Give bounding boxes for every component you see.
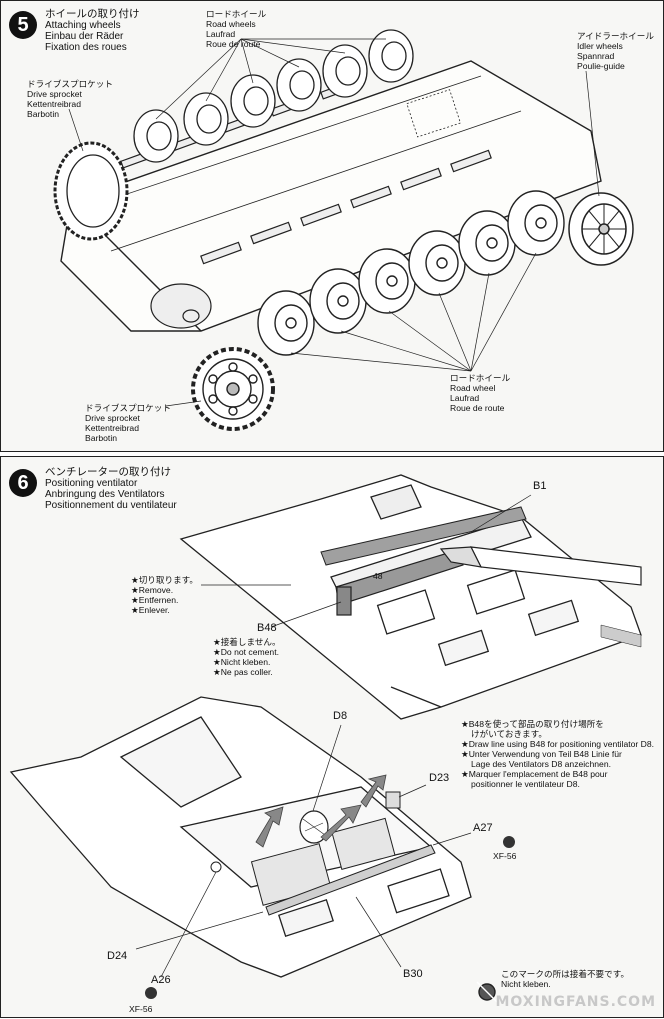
- upper-hull-plate: [179, 474, 642, 720]
- hobby-knife: [439, 546, 642, 586]
- b48-template: [335, 548, 464, 616]
- note-remove: ★切り取ります。 ★Remove. ★Entfernen. ★Enlever.: [131, 575, 199, 615]
- title-en: Positioning ventilator: [45, 478, 138, 489]
- title-fr: Fixation des roues: [45, 42, 127, 53]
- a26-part: [145, 987, 157, 999]
- lower-hull-plate: [9, 696, 472, 978]
- label-idler-wheels: アイドラーホイール Idler wheels Spannrad Poulie-g…: [577, 31, 654, 71]
- title-en: Attaching wheels: [45, 20, 121, 31]
- title-fr: Positionnement du ventilateur: [45, 500, 177, 511]
- b1-part: [320, 506, 527, 566]
- drive-sprocket-top: [53, 141, 129, 241]
- label-a27: A27: [473, 822, 493, 834]
- d23-part: [385, 791, 401, 809]
- note-no-glue-mark: このマークの所は接着不要です。 Nicht kleben.: [501, 969, 630, 989]
- label-d24: D24: [107, 950, 128, 962]
- label-d8: D8: [333, 710, 348, 722]
- label-road-wheels-top: ロードホイール Road wheels Laufrad Roue de rout…: [206, 9, 267, 49]
- no-glue-mark: [476, 981, 498, 1003]
- label-b1: B1: [533, 480, 547, 492]
- watermark: MOXINGFANS.COM: [495, 994, 656, 1010]
- step-title: ベンチレーターの取り付け Positioning ventilator Anbr…: [45, 466, 177, 512]
- note-no-cement: ★接着しません。 ★Do not cement. ★Nicht kleben. …: [213, 637, 281, 677]
- drive-sprocket-bottom: [191, 347, 275, 431]
- note-draw-line: ★B48を使って部品の取り付け場所を けがいておきます。 ★Draw line …: [461, 719, 655, 789]
- far-road-wheels: [133, 29, 414, 163]
- label-d23: D23: [429, 772, 450, 784]
- leader-lines: [135, 494, 532, 978]
- label-a26: A26: [151, 974, 171, 986]
- paint-a26: XF-56: [129, 1004, 153, 1014]
- step-6-diagram: [9, 474, 642, 1003]
- near-road-wheels: [257, 190, 565, 356]
- step-5-panel: 5 ホイールの取り付け Attaching wheels Einbau der …: [0, 0, 664, 452]
- title-jp: ホイールの取り付け: [45, 8, 140, 20]
- assembly-arrows: [255, 774, 387, 848]
- sprocket-hub: [150, 283, 212, 329]
- d24-part: [265, 844, 436, 916]
- label-road-wheel-bottom: ロードホイール Road wheel Laufrad Roue de route: [450, 373, 511, 413]
- step-6-panel: 6 ベンチレーターの取り付け Positioning ventilator An…: [0, 456, 664, 1018]
- paint-a27: XF-56: [493, 851, 517, 861]
- step-number: 5: [9, 11, 37, 39]
- step-title: ホイールの取り付け Attaching wheels Einbau der Rä…: [45, 8, 140, 54]
- step-5-diagram: [53, 29, 634, 431]
- step-number: 6: [9, 469, 37, 497]
- d8-ventilator: [299, 810, 329, 844]
- a26-hole: [210, 861, 222, 873]
- a27-part: [503, 836, 515, 848]
- label-drive-sprocket-bottom: ドライブスプロケット Drive sprocket Kettentreibrad…: [85, 403, 171, 443]
- label-drive-sprocket-top: ドライブスプロケット Drive sprocket Kettentreibrad…: [27, 79, 113, 119]
- leader-lines: [68, 38, 600, 407]
- label-b30: B30: [403, 968, 423, 980]
- stamp-48: 48: [373, 571, 383, 581]
- title-de: Einbau der Räder: [45, 31, 124, 42]
- title-de: Anbringung des Ventilators: [45, 489, 165, 500]
- label-b48: B48: [257, 622, 277, 634]
- idler-wheel: [568, 192, 634, 266]
- title-jp: ベンチレーターの取り付け: [45, 466, 171, 478]
